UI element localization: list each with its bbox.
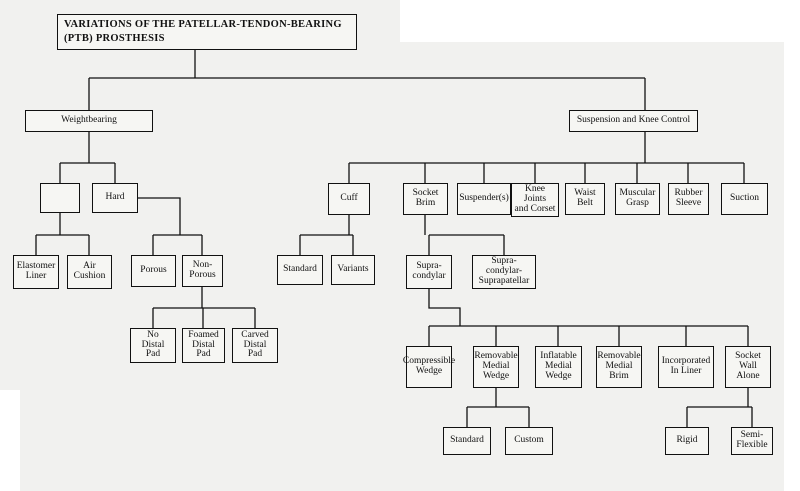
cuff-box: Cuff bbox=[328, 183, 370, 215]
no-distal-pad-box: No Distal Pad bbox=[130, 328, 176, 363]
blank-box bbox=[40, 183, 80, 213]
removable-medial-wedge-box: Removable Medial Wedge bbox=[473, 346, 519, 388]
foamed-distal-pad-box: Foamed Distal Pad bbox=[182, 328, 225, 363]
removable-medial-brim-box: Removable Medial Brim bbox=[596, 346, 642, 388]
rubber-sleeve-box: Rubber Sleeve bbox=[668, 183, 709, 215]
socket-brim-box: Socket Brim bbox=[403, 183, 448, 215]
incorporated-in-liner-box: Incorporated In Liner bbox=[658, 346, 714, 388]
standard-wedge-box: Standard bbox=[443, 427, 491, 455]
non-porous-box: Non- Porous bbox=[182, 255, 223, 287]
inflatable-medial-wedge-box: Inflatable Medial Wedge bbox=[535, 346, 582, 388]
air-cushion-box: Air Cushion bbox=[67, 255, 112, 289]
porous-box: Porous bbox=[131, 255, 176, 287]
supracondylar-box: Supra- condylar bbox=[406, 255, 452, 289]
muscular-grasp-box: Muscular Grasp bbox=[615, 183, 660, 215]
socket-wall-alone-box: Socket Wall Alone bbox=[725, 346, 771, 388]
waist-belt-box: Waist Belt bbox=[565, 183, 605, 215]
suspenders-box: Suspender(s) bbox=[457, 183, 511, 215]
connector-line bbox=[138, 197, 181, 235]
knee-joints-corset-box: Knee Joints and Corset bbox=[511, 183, 559, 217]
standard-cuff-box: Standard bbox=[277, 255, 323, 285]
weightbearing-box: Weightbearing bbox=[25, 110, 153, 132]
carved-distal-pad-box: Carved Distal Pad bbox=[232, 328, 278, 363]
compressible-wedge-box: Compressible Wedge bbox=[403, 346, 455, 388]
variants-box: Variants bbox=[331, 255, 375, 285]
custom-box: Custom bbox=[505, 427, 553, 455]
connector-line bbox=[428, 289, 461, 326]
rigid-box: Rigid bbox=[665, 427, 709, 455]
suspension-knee-control-box: Suspension and Knee Control bbox=[569, 110, 698, 132]
semi-flexible-box: Semi- Flexible bbox=[731, 427, 773, 455]
diagram-title: VARIATIONS OF THE PATELLAR-TENDON-BEARIN… bbox=[57, 14, 357, 50]
elastomer-liner-box: Elastomer Liner bbox=[13, 255, 59, 289]
supracondylar-suprapatellar-box: Supra- condylar- Suprapatellar bbox=[472, 255, 536, 289]
suction-box: Suction bbox=[721, 183, 768, 215]
hard-box: Hard bbox=[92, 183, 138, 213]
